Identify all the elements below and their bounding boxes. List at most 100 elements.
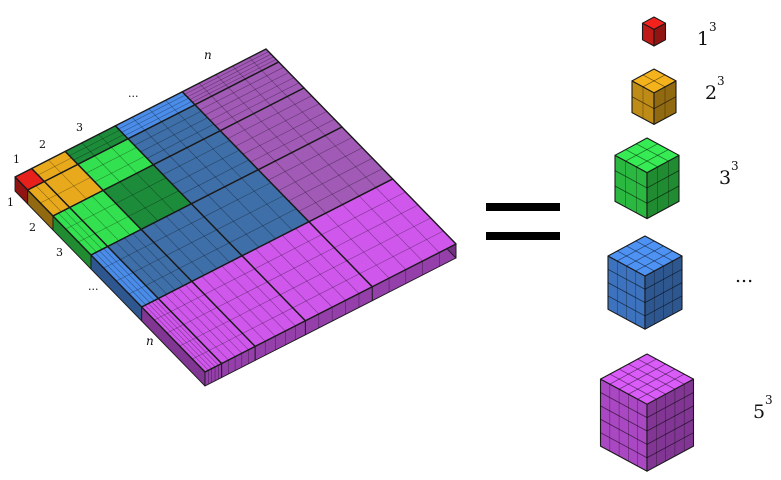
top-grid-line xyxy=(60,172,87,200)
magenta-cube-icon-grid-line xyxy=(646,405,694,432)
top-grid-line xyxy=(166,229,217,256)
top-label-1: 1 xyxy=(13,153,20,166)
gold-cube-icon-grid-line xyxy=(642,74,666,88)
top-grid-line xyxy=(134,110,202,146)
cube-label-3-exponent: 3 xyxy=(731,159,739,173)
top-grid-line xyxy=(124,101,192,136)
magenta-cube-icon-grid-line xyxy=(628,363,676,390)
magenta-cube-icon-grid-line xyxy=(646,432,694,459)
top-grid-line xyxy=(228,87,255,114)
red-unit-cube-icon xyxy=(641,16,667,47)
top-grid-line xyxy=(210,77,295,121)
top-grid-line xyxy=(254,234,322,270)
top-grid-line xyxy=(261,70,288,97)
top-grid-line xyxy=(86,147,137,174)
top-grid-line xyxy=(115,177,167,204)
magenta-cube-icon-grid-line xyxy=(637,358,685,385)
top-grid-line xyxy=(204,72,289,116)
top-grid-line xyxy=(94,252,147,306)
cube-label-3: 3 3 xyxy=(719,159,739,189)
top-grid-line xyxy=(48,159,62,174)
top-grid-line xyxy=(274,160,326,214)
top-grid-line xyxy=(148,108,162,122)
top-grid-line xyxy=(375,187,440,253)
top-grid-line xyxy=(119,181,159,222)
magenta-cube-icon xyxy=(599,353,695,472)
green-cube-icon-grid-line xyxy=(625,149,658,168)
top-grid-line xyxy=(153,216,205,243)
green-cube-icon-grid-line xyxy=(625,143,658,162)
top-grid-line xyxy=(207,195,260,248)
top-grid-line xyxy=(244,78,271,106)
top-grid-line xyxy=(229,294,281,321)
cube-label-5: 5 3 xyxy=(753,393,773,423)
top-label-2: 2 xyxy=(39,138,46,151)
top-grid-line xyxy=(192,59,277,103)
top-grid-line xyxy=(69,129,120,157)
top-grid-line xyxy=(151,301,216,368)
top-grid-line xyxy=(128,190,179,217)
cube-label-5-exponent: 3 xyxy=(765,393,773,407)
green-cube-icon-grid-line xyxy=(636,149,669,168)
top-grid-line xyxy=(198,82,212,97)
blue-cube-icon-grid-line xyxy=(644,268,683,290)
top-grid-line xyxy=(253,113,293,153)
top-grid-line xyxy=(40,194,58,204)
magenta-cube-icon-grid-line xyxy=(600,418,648,445)
top-grid-line xyxy=(211,95,238,123)
top-grid-line xyxy=(295,228,360,294)
top-grid-line xyxy=(229,208,297,244)
left-label-3: 3 xyxy=(56,246,63,259)
top-grid-line xyxy=(111,147,137,174)
blue-cube-icon-grid-line xyxy=(607,295,646,317)
blue-cube-icon-grid-line xyxy=(607,282,646,303)
top-grid-line xyxy=(203,182,272,218)
blue-cube-icon-grid-line xyxy=(626,245,664,267)
top-grid-line xyxy=(99,250,151,303)
top-grid-line xyxy=(255,248,320,315)
cube-label-4: ... xyxy=(735,265,753,287)
top-label-3: 3 xyxy=(76,121,83,134)
green-cube-icon-grid-line xyxy=(646,185,680,204)
cube-label-4-base: ... xyxy=(735,265,753,287)
magenta-cube-icon-grid-line xyxy=(618,363,666,390)
top-grid-line xyxy=(325,135,377,188)
top-grid-line xyxy=(346,217,431,261)
top-grid-line xyxy=(169,156,209,196)
top-grid-line xyxy=(211,270,276,337)
cube-column xyxy=(599,16,695,472)
top-grid-line xyxy=(278,147,363,191)
top-grid-line xyxy=(287,96,326,136)
top-grid-line xyxy=(56,177,91,195)
magenta-cube-icon-grid-line xyxy=(646,418,694,445)
top-grid-line xyxy=(221,265,286,332)
top-grid-line xyxy=(184,284,249,351)
top-grid-line xyxy=(270,104,309,145)
top-grid-line xyxy=(128,285,146,295)
top-grid-line xyxy=(359,230,444,274)
top-grid-line xyxy=(227,95,312,139)
top-grid-line xyxy=(121,97,189,133)
top-grid-line xyxy=(58,212,97,253)
top-grid-line xyxy=(216,195,284,231)
top-grid-line xyxy=(132,255,167,273)
top-grid-line xyxy=(189,56,274,100)
top-grid-line xyxy=(192,350,210,360)
top-label-n: n xyxy=(204,48,212,62)
top-grid-line xyxy=(91,195,131,236)
top-grid-line xyxy=(358,195,423,262)
top-grid-line xyxy=(35,185,62,212)
top-grid-line xyxy=(171,291,236,357)
top-grid-line xyxy=(204,268,255,295)
top-grid-line xyxy=(78,233,96,243)
top-grid-line xyxy=(164,294,229,361)
cube-label-2-exponent: 3 xyxy=(717,74,725,88)
left-label-1: 1 xyxy=(7,196,14,209)
top-grid-line xyxy=(250,118,335,163)
top-grid-line xyxy=(145,268,180,286)
top-grid-line xyxy=(291,152,343,205)
red-unit-cube-icon-top-face xyxy=(641,16,667,30)
top-edge-labels: 1 2 3 ... n xyxy=(13,48,212,166)
top-label-ellipsis: ... xyxy=(128,87,139,100)
top-grid-line xyxy=(231,260,296,327)
